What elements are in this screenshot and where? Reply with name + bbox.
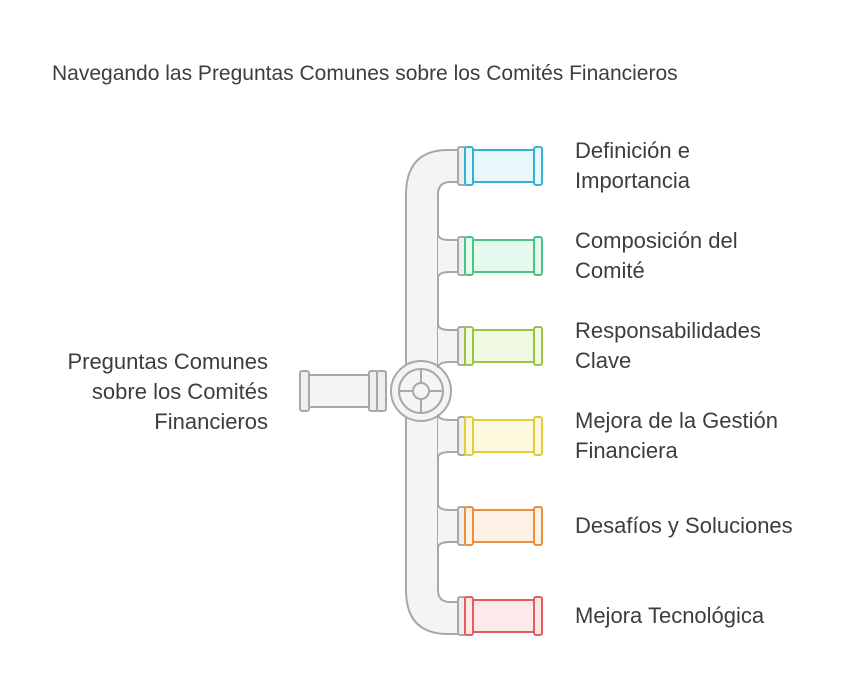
branch-pipe-1 bbox=[457, 146, 543, 186]
source-label-line: sobre los Comités bbox=[91, 379, 268, 404]
source-label-line: Preguntas Comunes bbox=[67, 349, 268, 374]
branch-flange-inner bbox=[464, 416, 474, 456]
branch-flange-inner bbox=[464, 596, 474, 636]
branch-label-line: Composición del bbox=[575, 228, 738, 253]
branch-flange-outer bbox=[533, 236, 543, 276]
branch-flange-inner bbox=[464, 506, 474, 546]
branch-label-5: Desafíos y Soluciones bbox=[575, 511, 845, 541]
branch-flange-inner bbox=[464, 326, 474, 366]
branch-label-line: Clave bbox=[575, 348, 632, 373]
branch-pipe-2 bbox=[437, 233, 543, 279]
branch-pipe-body bbox=[469, 599, 539, 633]
branch-label-line: Mejora de la Gestión bbox=[575, 408, 778, 433]
branch-pipe-body bbox=[469, 239, 539, 273]
branch-flange-inner bbox=[464, 146, 474, 186]
branch-pipe-5 bbox=[437, 503, 543, 549]
inlet-flange-left bbox=[299, 370, 310, 412]
branch-pipe-body bbox=[469, 329, 539, 363]
branch-label-line: Financiera bbox=[575, 438, 678, 463]
branch-flange-outer bbox=[533, 416, 543, 456]
branch-pipe-4 bbox=[437, 413, 543, 459]
branch-pipe-body bbox=[469, 419, 539, 453]
branch-label-6: Mejora Tecnológica bbox=[575, 601, 845, 631]
branch-pipe-body bbox=[469, 149, 539, 183]
branch-label-line: Importancia bbox=[575, 168, 690, 193]
source-label-line: Financieros bbox=[154, 409, 268, 434]
diagram-title: Navegando las Preguntas Comunes sobre lo… bbox=[52, 62, 678, 85]
branch-flange-inner bbox=[464, 236, 474, 276]
branch-flange-outer bbox=[533, 506, 543, 546]
inlet-flange-right-2 bbox=[376, 370, 387, 412]
branch-label-line: Definición e bbox=[575, 138, 690, 163]
branch-pipe-6 bbox=[457, 596, 543, 636]
branch-label-1: Definición e Importancia bbox=[575, 136, 845, 196]
branch-label-line: Desafíos y Soluciones bbox=[575, 513, 793, 538]
branch-flange-outer bbox=[533, 596, 543, 636]
source-label: Preguntas Comunes sobre los Comités Fina… bbox=[30, 347, 268, 437]
valve-hub bbox=[412, 382, 430, 400]
branch-label-line: Responsabilidades bbox=[575, 318, 761, 343]
branch-flange-outer bbox=[533, 326, 543, 366]
branch-flange-outer bbox=[533, 146, 543, 186]
branch-label-line: Mejora Tecnológica bbox=[575, 603, 765, 628]
branch-pipe-3 bbox=[437, 323, 543, 369]
branch-label-line: Comité bbox=[575, 258, 645, 283]
branch-pipe-body bbox=[469, 509, 539, 543]
